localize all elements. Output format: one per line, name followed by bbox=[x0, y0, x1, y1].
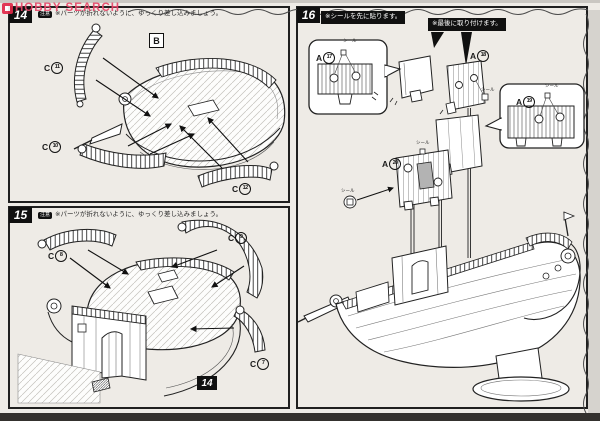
circled-number: 10 bbox=[49, 141, 62, 153]
part-label-a19: A 19 bbox=[516, 96, 536, 108]
sail-part-a17-floating bbox=[389, 55, 434, 106]
railing-part-c8-drawing bbox=[37, 228, 129, 289]
step-16-panel bbox=[296, 6, 588, 409]
step-16-diagram bbox=[297, 32, 585, 402]
scan-top-edge bbox=[0, 0, 600, 3]
ref-label-step14: 14 bbox=[197, 376, 217, 390]
hobby-search-logo-icon bbox=[2, 2, 13, 14]
circled-number: 12 bbox=[239, 183, 252, 195]
watermark-text: HOBBY SEARCH bbox=[15, 2, 121, 14]
scan-right-margin bbox=[588, 10, 600, 413]
railing-part-c10-drawing bbox=[77, 123, 196, 169]
hobby-search-watermark: HOBBY SEARCH bbox=[2, 2, 120, 14]
step-14-diagram bbox=[73, 23, 286, 188]
circled-number: 9 bbox=[235, 232, 248, 244]
caution-badge-icon: 注意 bbox=[38, 212, 53, 219]
circled-number: 17 bbox=[323, 52, 336, 64]
step-15-number: 15 bbox=[9, 207, 32, 223]
step-14-number: 14 bbox=[9, 7, 32, 23]
sticker-label: シール bbox=[343, 38, 357, 43]
part-label-c10: C 10 bbox=[42, 141, 62, 153]
sticker-label: シール bbox=[416, 140, 430, 145]
part-label-c11: C 11 bbox=[44, 62, 64, 74]
note-sticker-first: ※シールを先に貼ります。 bbox=[321, 11, 406, 24]
circled-number: 18 bbox=[477, 50, 490, 62]
step-16-number: 16 bbox=[297, 7, 320, 23]
circled-number: 20 bbox=[389, 158, 402, 170]
caution-text: ※パーツが折れないように、ゆっくり差し込みましょう。 bbox=[55, 211, 223, 219]
sail-part-a20-drawing bbox=[343, 148, 453, 211]
part-label-c9: C 9 bbox=[228, 232, 248, 244]
part-label-a18: A 18 bbox=[470, 50, 490, 62]
callout-a19 bbox=[484, 83, 585, 149]
scan-bottom-band bbox=[0, 413, 600, 421]
circled-number: 19 bbox=[523, 96, 536, 108]
circled-number: 11 bbox=[51, 62, 64, 74]
torn-right-edge-line bbox=[583, 13, 589, 414]
note-attach-last: ※最後に取り付けます。 bbox=[428, 18, 506, 31]
step-14-caution: 注意 ※パーツが折れないように、ゆっくり差し込みましょう。 bbox=[38, 11, 222, 18]
circled-number: 7 bbox=[257, 358, 270, 370]
sticker-label: シール bbox=[545, 83, 559, 88]
part-label-c8: C 8 bbox=[48, 250, 68, 262]
railing-part-c12-drawing bbox=[179, 117, 279, 188]
part-label-a20: A 20 bbox=[382, 158, 402, 170]
note-pointer-wedge bbox=[431, 32, 444, 48]
sail-part-a18-drawing bbox=[439, 60, 489, 115]
ref-label-b: B bbox=[149, 33, 164, 48]
step-14-panel bbox=[8, 6, 290, 203]
note-pointer-wedge bbox=[461, 32, 472, 66]
circled-number: 8 bbox=[55, 250, 68, 262]
part-label-a17: A 17 bbox=[316, 52, 336, 64]
part-label-c7: C 7 bbox=[250, 358, 270, 370]
caution-badge-icon: 注意 bbox=[38, 11, 53, 18]
sticker-label: シール bbox=[481, 87, 495, 92]
stern-deck-drawing bbox=[17, 257, 241, 404]
part-label-c12: C 12 bbox=[232, 183, 252, 195]
ship-hull-drawing bbox=[297, 211, 581, 402]
railing-part-c7-drawing bbox=[189, 305, 266, 353]
step-15-panel bbox=[8, 206, 290, 409]
sticker-label: シール bbox=[341, 188, 355, 193]
railing-part-c11-drawing bbox=[73, 23, 159, 117]
step-15-diagram bbox=[17, 219, 266, 404]
step-15-caution: 注意 ※パーツが折れないように、ゆっくり差し込みましょう。 bbox=[38, 212, 222, 219]
caution-text: ※パーツが折れないように、ゆっくり差し込みましょう。 bbox=[55, 10, 223, 18]
